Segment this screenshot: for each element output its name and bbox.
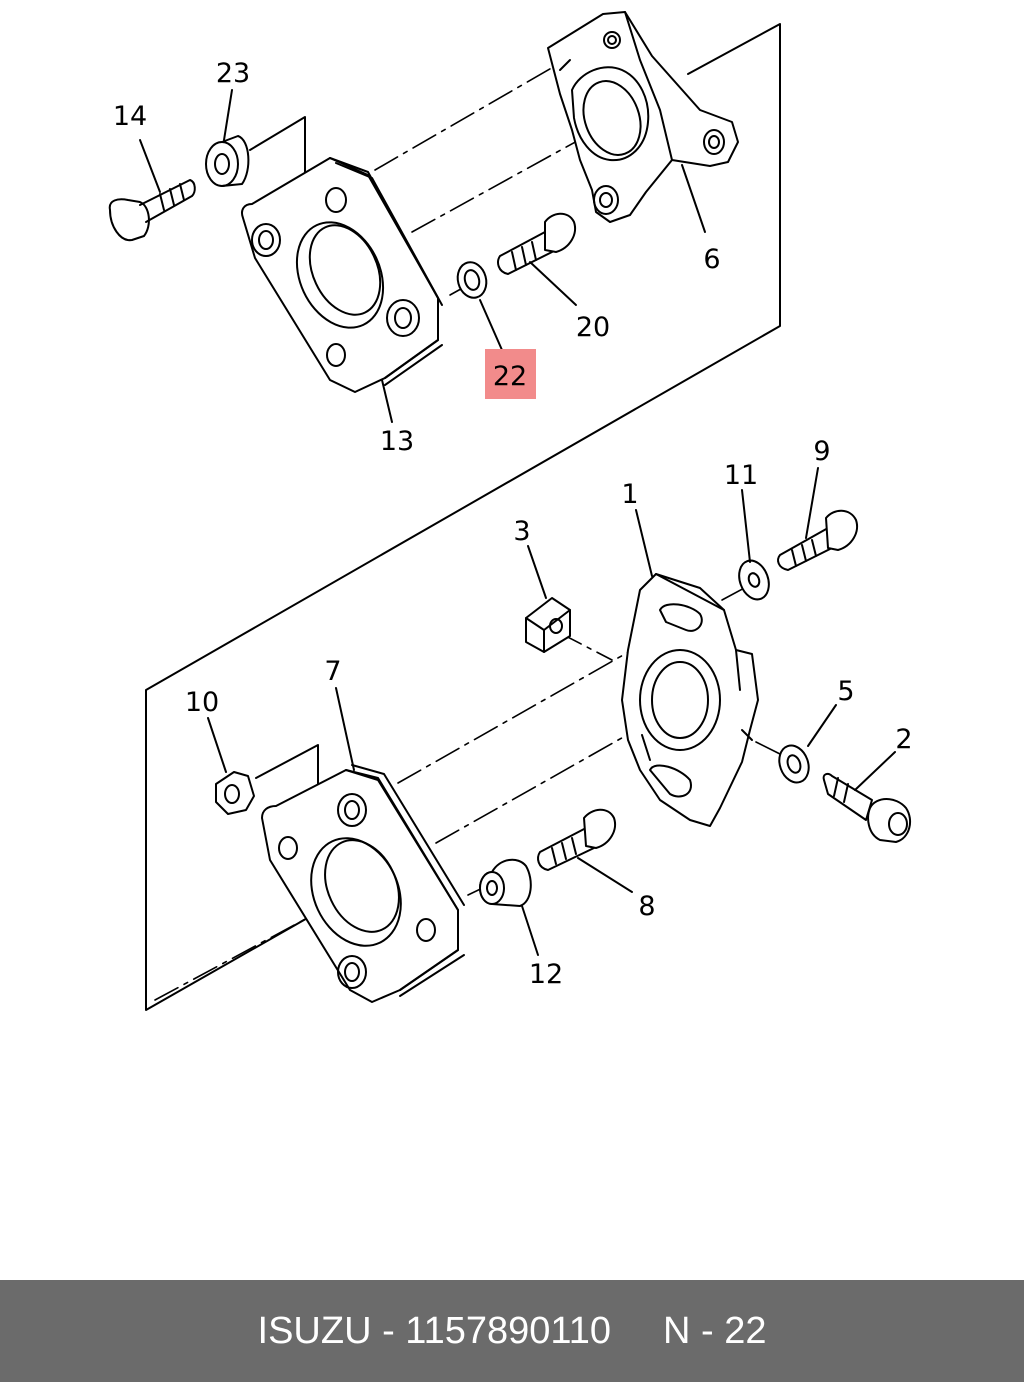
footer-part-number: ISUZU - 1157890110 [257, 1309, 611, 1352]
callout-1: 1 [621, 479, 638, 510]
callout-13: 13 [380, 426, 414, 457]
callout-12: 12 [529, 959, 563, 990]
callout-11: 11 [724, 460, 758, 491]
callout-23: 23 [216, 58, 250, 89]
leader-2 [854, 751, 896, 791]
part-14-bolt [108, 179, 196, 242]
part-10-nut [215, 771, 255, 815]
leader-3 [527, 545, 547, 599]
callout-highlight-22 [485, 349, 536, 399]
callout-14: 14 [113, 101, 147, 132]
part-6-flange-housing [547, 11, 739, 223]
callout-22: 22 [493, 361, 527, 392]
callout-8: 8 [638, 891, 655, 922]
part-9-bolt [777, 509, 858, 571]
callout-10: 10 [185, 687, 219, 718]
callout-20: 20 [576, 312, 610, 343]
leader-12 [521, 905, 539, 956]
part-23-bushing [205, 135, 250, 187]
callout-5: 5 [837, 676, 854, 707]
leader-7 [335, 687, 355, 771]
leader-6 [681, 164, 706, 233]
leader-23 [223, 89, 233, 141]
part-3-square-nut [525, 597, 571, 653]
leader-11 [741, 489, 751, 563]
part-8-bolt [537, 808, 616, 871]
part-7-gasket-plate [261, 764, 465, 1003]
part-5-washer [778, 744, 810, 784]
leader-22 [479, 299, 503, 351]
leader-5 [807, 704, 837, 747]
leader-1 [635, 509, 653, 577]
footer-reference: N - 22 [662, 1309, 767, 1352]
leader-13 [381, 379, 393, 423]
callout-6: 6 [703, 244, 720, 275]
part-1-lever-body [621, 573, 759, 827]
part-11-washer [738, 559, 770, 601]
part-13-gasket-plate [241, 157, 443, 393]
leader-9 [805, 467, 819, 539]
callout-9: 9 [813, 436, 830, 467]
part-20-bolt [497, 212, 576, 275]
leader-10 [207, 717, 227, 773]
part-12-collar [479, 858, 532, 907]
leader-8 [577, 857, 633, 893]
leader-14 [139, 139, 161, 193]
callout-2: 2 [895, 724, 912, 755]
callout-3: 3 [513, 516, 530, 547]
part-2-cap-screw [822, 772, 912, 843]
part-22-washer [456, 261, 488, 299]
leader-20 [529, 261, 577, 306]
callout-7: 7 [324, 656, 341, 687]
footer-bar: ISUZU - 1157890110 N - 22 [0, 1280, 1024, 1382]
